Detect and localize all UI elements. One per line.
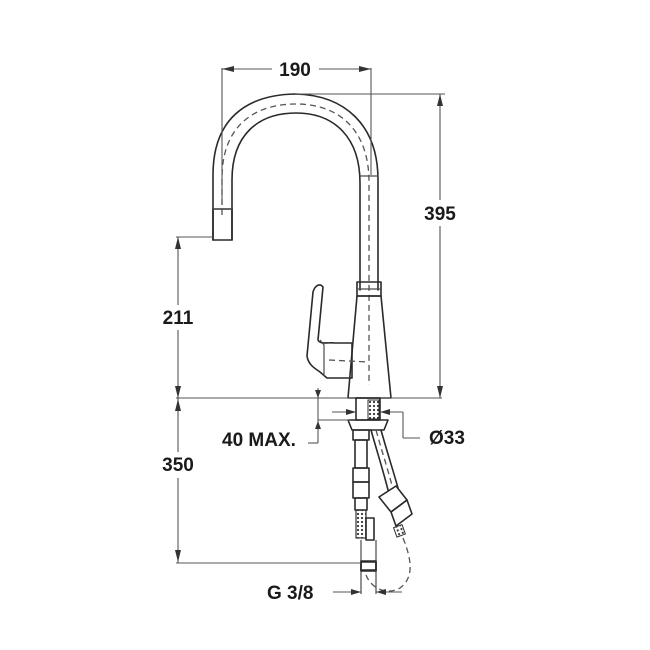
hose-weight-bottom	[390, 499, 413, 527]
fixing-plate	[347, 419, 389, 431]
dim-label-diameter-33: Ø33	[429, 428, 465, 449]
spout-outer-arc	[212, 93, 379, 291]
dimension-g38: G 3/8	[267, 583, 402, 604]
g38-connector	[360, 561, 377, 571]
pullout-hose-edge-1	[370, 429, 389, 491]
fixing-nut	[352, 429, 370, 441]
dimension-350: 350	[162, 398, 361, 564]
dim-label-350: 350	[162, 455, 194, 476]
dimension-395: 395	[295, 93, 456, 398]
spout-hose-path	[221, 103, 370, 385]
supply-hose-coupling-2	[352, 481, 370, 499]
dim-label-190: 190	[279, 60, 311, 81]
handle-axis	[328, 359, 369, 363]
supply-hose-mid	[354, 497, 368, 511]
threaded-rod	[367, 399, 380, 420]
hose-loop	[365, 537, 411, 592]
dim-label-g38: G 3/8	[267, 583, 313, 604]
dimension-190: 190	[221, 60, 372, 205]
hose-weight-top	[378, 485, 408, 513]
supply-hose-upper	[354, 439, 368, 469]
hose-side-valve	[365, 517, 375, 541]
dimension-211: 211	[163, 236, 213, 398]
pullout-hose-edge-2	[380, 429, 399, 489]
dimension-diameter-33: Ø33	[332, 409, 465, 449]
faucet-lever	[306, 284, 353, 379]
dimension-40-max: 40 MAX.	[222, 388, 350, 451]
dim-label-395: 395	[424, 204, 456, 225]
faucet-body	[212, 93, 392, 399]
spout-inner-arc	[231, 112, 361, 291]
under-counter-assembly	[347, 397, 413, 594]
supply-hose-coupling-1	[352, 467, 370, 483]
dim-label-211: 211	[163, 308, 194, 329]
braided-hose	[355, 509, 367, 539]
dim-label-40-max: 40 MAX.	[222, 430, 296, 451]
